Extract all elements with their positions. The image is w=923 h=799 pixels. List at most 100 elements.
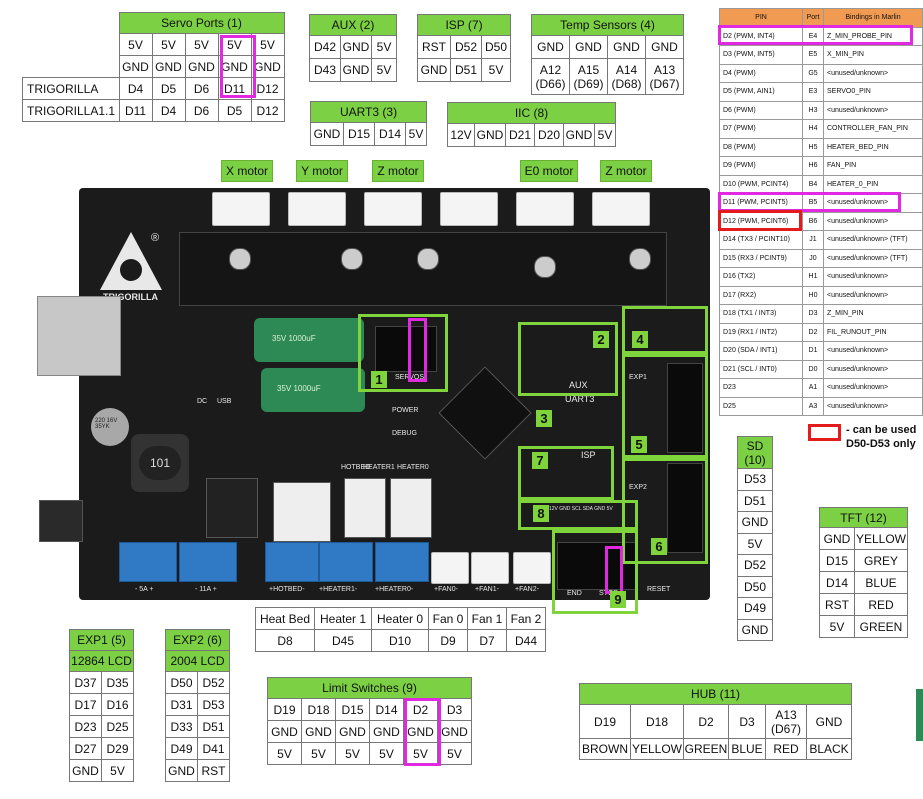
uart3-silk: UART3 <box>565 394 595 404</box>
cell: D14 <box>374 122 406 146</box>
hub-pin: D19 <box>579 704 631 739</box>
exp2-cell: D41 <box>197 737 230 760</box>
cell: D4 <box>151 99 186 122</box>
heat-header: Heater 0 <box>371 607 429 630</box>
cell: TRIGORILLA <box>22 77 120 100</box>
marlin-cell: <unused/unknown> <box>823 359 923 379</box>
zone-label-5: 5 <box>631 436 647 453</box>
z2-motor-connector <box>592 192 650 226</box>
marlin-row: D20 (SDA / INT1)D1<unused/unknown> <box>719 341 923 361</box>
marlin-cell: E3 <box>802 82 824 102</box>
tft-title: TFT (12) <box>819 507 908 528</box>
marlin-cell: H1 <box>802 267 824 287</box>
marlin-cell: <unused/unknown> <box>823 193 923 213</box>
limit-cell: 5V <box>437 742 472 765</box>
marlin-cell: H3 <box>802 100 824 120</box>
hub-pin: D18 <box>630 704 684 739</box>
marlin-cell: Z_MIN_PIN <box>823 304 923 324</box>
usb-port <box>37 296 121 376</box>
iic-title: IIC (8) <box>447 102 616 124</box>
cap-label: 35V 1000uF <box>272 334 316 343</box>
marlin-cell: Z_MIN_PROBE_PIN <box>823 26 923 46</box>
marlin-cell: D23 <box>719 378 803 398</box>
exp2-silk: EXP2 <box>629 484 647 491</box>
power-terminal-5a <box>119 542 177 582</box>
exp2-cell: D53 <box>197 693 230 716</box>
marlin-cell: SERVO0_PIN <box>823 82 923 102</box>
marlin-row: D11 (PWM, PCINT5)B5<unused/unknown> <box>719 193 923 213</box>
heater0-terminal <box>375 542 429 582</box>
sd-cell: 5V <box>737 532 773 555</box>
hub-color: BLACK <box>806 738 852 760</box>
exp2-cell: D49 <box>165 737 198 760</box>
legend-line-2: D50-D53 only <box>846 438 916 450</box>
cell: 5V <box>217 33 252 56</box>
limit-cell: D19 <box>267 698 302 721</box>
motor-label-e0: E0 motor <box>520 160 578 182</box>
limit-cell: D14 <box>369 698 404 721</box>
hub-color: RED <box>765 738 807 760</box>
term-label: +HOTBED- <box>269 586 305 593</box>
zone-9 <box>552 530 638 614</box>
y-motor-connector <box>288 192 346 226</box>
iic-silk: 12V GND SCL SDA GND 5V <box>549 506 613 512</box>
hub-pin: A13 (D67) <box>765 704 807 739</box>
exp1-cell: D29 <box>101 737 134 760</box>
cell: GND <box>474 123 506 147</box>
marlin-cell: D2 <box>802 322 824 342</box>
tft-cell: RST <box>819 593 855 616</box>
reset-silk: RESET <box>647 586 671 593</box>
exp1-header <box>667 363 703 453</box>
sd-cell: D51 <box>737 489 773 512</box>
brand-text: TRIGORILLA <box>103 292 158 302</box>
marlin-cell: D25 <box>719 396 803 416</box>
bulk-capacitor-2: 35V 1000uF <box>261 368 365 412</box>
zone-8 <box>518 500 638 530</box>
driver-cap-3 <box>417 248 439 270</box>
sd-cell: GND <box>737 618 773 641</box>
cell: D51 <box>450 58 482 82</box>
cell: A12 (D66) <box>531 58 570 95</box>
limit-cell: 5V <box>335 742 370 765</box>
exp1-cell: 5V <box>101 759 134 782</box>
marlin-cell: D14 (TX3 / PCINT10) <box>719 230 803 250</box>
mosfet-3 <box>344 478 386 538</box>
cell: GND <box>563 123 595 147</box>
cell: D4 <box>118 77 153 100</box>
marlin-cell: D5 (PWM, AIN1) <box>719 82 803 102</box>
e0-motor-connector <box>440 192 498 226</box>
limit-cell: 5V <box>301 742 336 765</box>
inductor-label: 101 <box>139 446 181 480</box>
motor-label-x: X motor <box>221 160 273 182</box>
marlin-header-bindings: Bindings in Marlin <box>823 8 923 28</box>
marlin-cell: D18 (TX1 / INT3) <box>719 304 803 324</box>
zone-label-2: 2 <box>593 331 609 348</box>
zone-5 <box>622 354 708 458</box>
marlin-cell: B5 <box>802 193 824 213</box>
marlin-cell: H0 <box>802 285 824 305</box>
registered-mark: ® <box>151 232 160 244</box>
marlin-cell: A1 <box>802 378 824 398</box>
heat-value: D9 <box>428 629 468 652</box>
limit-cell: GND <box>267 720 302 743</box>
limit-cell: GND <box>301 720 336 743</box>
hub-pin: D3 <box>728 704 766 739</box>
marlin-cell: D8 (PWM) <box>719 137 803 157</box>
fan1-connector <box>471 552 509 584</box>
exp2-cell: D51 <box>197 715 230 738</box>
exp2-cell: GND <box>165 759 198 782</box>
inductor: 101 <box>131 434 189 492</box>
cell: D43 <box>309 58 341 82</box>
marlin-header-pin: PIN <box>719 8 803 28</box>
heat-header: Fan 1 <box>467 607 507 630</box>
marlin-cell: D4 (PWM) <box>719 63 803 83</box>
sd-cell: D49 <box>737 597 773 620</box>
marlin-cell: E5 <box>802 45 824 65</box>
